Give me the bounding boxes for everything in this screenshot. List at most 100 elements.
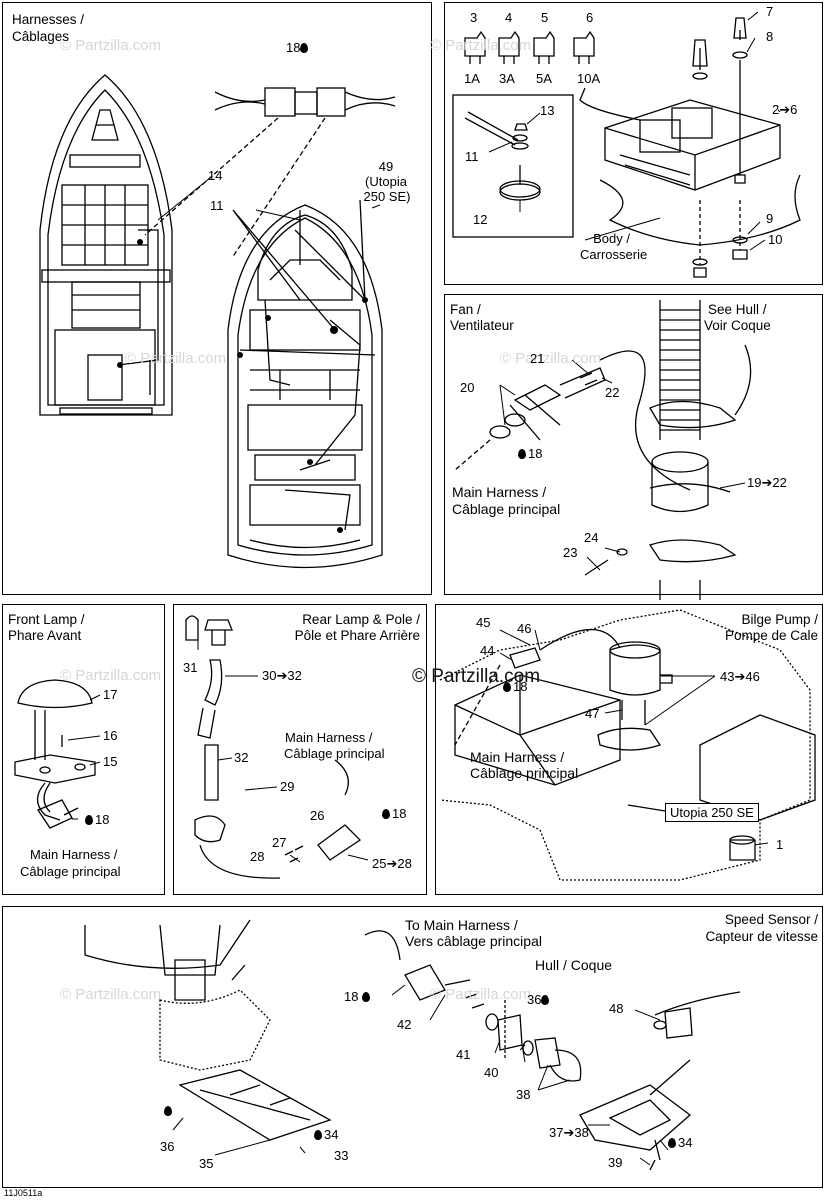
- fan-harness-en: Main Harness /: [452, 484, 547, 500]
- hull-ref-en: See Hull /: [708, 302, 767, 317]
- grease-drop-icon: [382, 809, 390, 819]
- fan-title-en: Fan /: [450, 302, 481, 317]
- callout-34-plate: 34: [314, 1128, 338, 1142]
- fuse-number-5: 5: [541, 10, 549, 25]
- brand-watermark: © Partzilla.com: [412, 666, 541, 687]
- fan-blower: [648, 451, 737, 600]
- callout-1: 1: [776, 837, 784, 852]
- callout-47: 47: [585, 706, 600, 721]
- bilge-hull-outline: [439, 609, 811, 881]
- fuse-rating-1a: 1A: [464, 71, 480, 86]
- fuse-number-3: 3: [470, 10, 478, 25]
- callout-14: 14: [208, 168, 223, 183]
- grease-drop-icon: [300, 43, 309, 53]
- callout-32: 32: [234, 750, 249, 765]
- grease-drop-icon: [164, 1106, 172, 1116]
- callout-28: 28: [250, 849, 265, 864]
- front-lamp-harness-fr: Câblage principal: [20, 864, 121, 879]
- rear-lamp-harness-en: Main Harness /: [285, 730, 373, 745]
- front-lamp-harness-en: Main Harness /: [30, 847, 118, 862]
- watermark: © Partzilla.com: [125, 350, 227, 367]
- callout-35: 35: [199, 1156, 214, 1171]
- front-lamp-title-en: Front Lamp /: [8, 612, 85, 627]
- body-label-fr: Carrosserie: [580, 247, 648, 262]
- panel-fuse-box: [444, 2, 823, 285]
- callout-26: 26: [310, 808, 325, 823]
- to-harness-fr: Vers câblage principal: [405, 933, 542, 949]
- callout-7: 7: [766, 4, 774, 19]
- bilge-title-fr: Pompe de Cale: [724, 628, 818, 643]
- body-label-en: Body /: [593, 231, 630, 246]
- callout-49-note-2: 250 SE): [363, 189, 411, 204]
- bilge-title-en: Bilge Pump /: [741, 612, 818, 627]
- callout-22: 22: [605, 385, 620, 400]
- callout-18-front: 18: [85, 813, 109, 827]
- watermark: © Partzilla.com: [430, 37, 532, 54]
- callout-30-32: 30➔32: [262, 668, 302, 683]
- harnesses-title-en: Harnesses /: [12, 12, 85, 27]
- grease-drop-icon: [668, 1138, 676, 1148]
- watermark: © Partzilla.com: [60, 667, 162, 684]
- callout-36-plate: [164, 1104, 174, 1118]
- callout-9: 9: [766, 211, 774, 226]
- grease-drop-icon: [541, 995, 550, 1005]
- rear-lamp-title-fr: Pôle et Phare Arrière: [294, 628, 420, 643]
- hull-coque-label: Hull / Coque: [535, 957, 613, 973]
- callout-16: 16: [103, 728, 118, 743]
- drawing-code: 11J0511a: [4, 1188, 43, 1198]
- callout-36-plate-number: 36: [160, 1139, 175, 1154]
- watermark: © Partzilla.com: [60, 986, 162, 1003]
- bilge-structure: [454, 674, 816, 821]
- callout-27: 27: [272, 835, 287, 850]
- fuse-number-4: 4: [505, 10, 513, 25]
- callout-49-note: (Utopia: [365, 174, 407, 189]
- fuse-rating-5a: 5A: [536, 71, 552, 86]
- callout-45: 45: [476, 615, 491, 630]
- callout-8: 8: [766, 29, 774, 44]
- callout-13: 13: [540, 103, 555, 118]
- leader-lines: [67, 11, 781, 1166]
- screw-23-24: [584, 548, 628, 576]
- to-harness-en: To Main Harness /: [405, 917, 518, 933]
- boat-top-view-right: [227, 204, 383, 569]
- callout-15: 15: [103, 754, 118, 769]
- rear-lamp-harness-fr: Câblage principal: [284, 746, 385, 761]
- grease-drop-icon: [314, 1130, 322, 1140]
- fan-harness-fr: Câblage principal: [452, 501, 561, 517]
- callout-12: 12: [473, 212, 488, 227]
- fan-connector: [489, 350, 691, 491]
- callout-42: 42: [397, 1017, 412, 1032]
- speed-sensor-title-fr: Capteur de vitesse: [705, 929, 818, 944]
- watermark: © Partzilla.com: [500, 350, 602, 367]
- callout-43-46: 43➔46: [720, 669, 760, 684]
- callout-41: 41: [456, 1047, 471, 1062]
- harnesses-title-fr: Câblages: [12, 29, 70, 44]
- callout-46: 46: [517, 621, 532, 636]
- fan-title-fr: Ventilateur: [450, 318, 514, 333]
- callout-20: 20: [460, 380, 475, 395]
- callout-18-rear: 18: [382, 807, 406, 821]
- callout-29: 29: [280, 779, 295, 794]
- grease-drop-icon: [518, 449, 526, 459]
- grease-drop-icon: [362, 992, 371, 1002]
- utopia-label: Utopia 250 SE: [665, 803, 759, 822]
- callout-48: 48: [609, 1001, 624, 1016]
- speed-sensor-title-en: Speed Sensor /: [724, 912, 818, 927]
- callout-31: 31: [183, 660, 198, 675]
- rear-lamp-title-en: Rear Lamp & Pole /: [302, 612, 420, 627]
- callout-18: 18: [286, 41, 310, 55]
- watermark: © Partzilla.com: [430, 986, 532, 1003]
- watermark: © Partzilla.com: [60, 37, 162, 54]
- callout-11: 11: [210, 198, 224, 213]
- callout-18-fan: 18: [518, 447, 542, 461]
- callout-17: 17: [103, 687, 118, 702]
- callout-2-6: 2➔6: [772, 102, 798, 117]
- panel-fan: [444, 294, 823, 595]
- panel-speed-sensor: [2, 906, 823, 1188]
- fuses: [464, 30, 641, 121]
- panel-rear-lamp: [173, 604, 427, 895]
- callout-18-speed: 18: [344, 990, 372, 1004]
- transom-outline: [84, 919, 332, 1141]
- callout-25-28: 25➔28: [372, 856, 412, 871]
